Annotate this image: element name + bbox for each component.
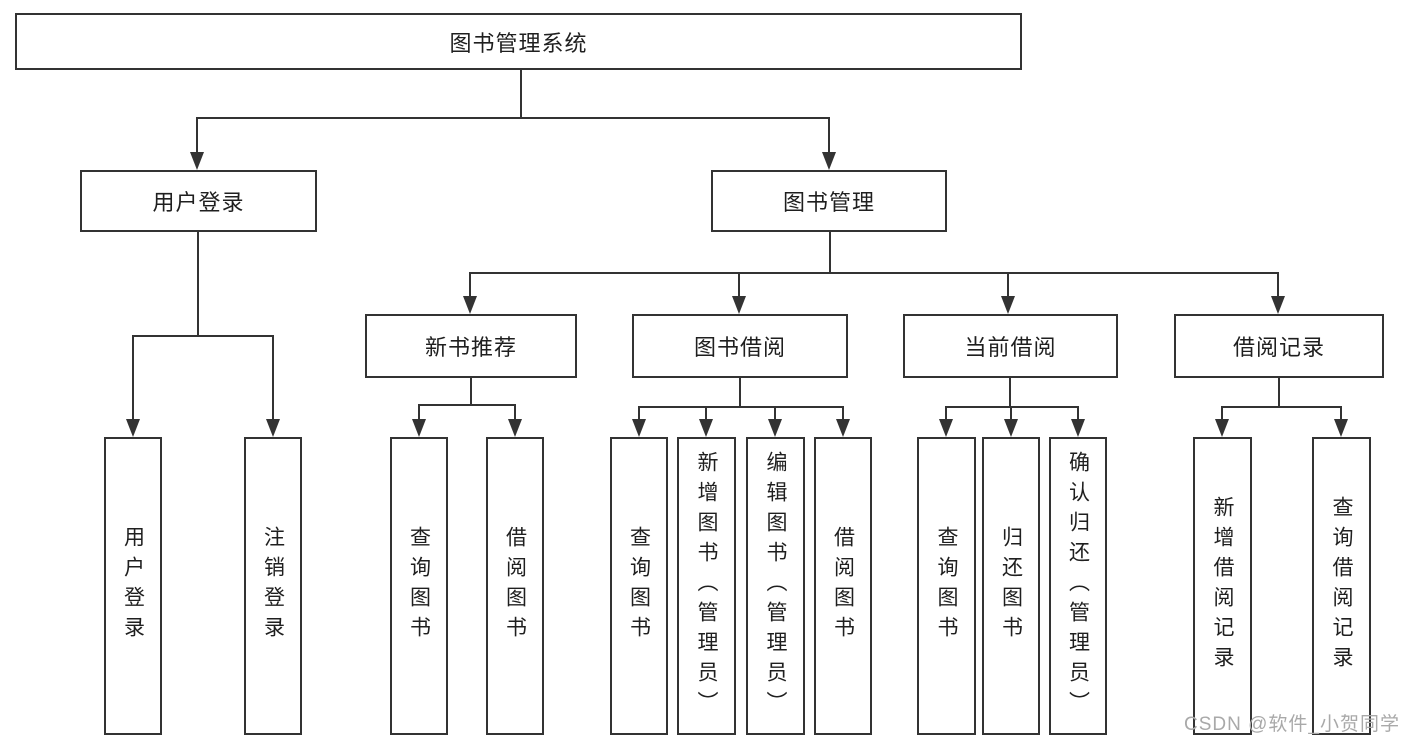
leaf-edit-books-admin: 编辑图书（管理员） (746, 437, 805, 735)
edge-current-borrow (945, 378, 1079, 420)
leaf-query-books-borrow: 查询图书 (610, 437, 668, 735)
leaf-query-borrow-record: 查询借阅记录 (1312, 437, 1371, 735)
edge-user-login (132, 232, 274, 420)
leaf-return-books: 归还图书 (982, 437, 1040, 735)
leaf-user-login: 用户登录 (104, 437, 162, 735)
node-user-login: 用户登录 (80, 170, 317, 232)
leaf-logout: 注销登录 (244, 437, 302, 735)
node-book-borrow: 图书借阅 (632, 314, 848, 378)
leaf-add-books-admin: 新增图书（管理员） (677, 437, 736, 735)
node-current-borrow: 当前借阅 (903, 314, 1118, 378)
leaf-query-books-recommend: 查询图书 (390, 437, 448, 735)
leaf-confirm-return-admin: 确认归还（管理员） (1049, 437, 1107, 735)
leaf-add-borrow-record: 新增借阅记录 (1193, 437, 1252, 735)
node-library-system: 图书管理系统 (15, 13, 1022, 70)
leaf-query-books-current: 查询图书 (917, 437, 976, 735)
edge-root (196, 70, 830, 153)
csdn-watermark: CSDN @软件_小贺同学 (1184, 714, 1400, 735)
edge-new-book-recommend (418, 378, 516, 420)
node-borrow-records: 借阅记录 (1174, 314, 1384, 378)
leaf-borrow-books: 借阅图书 (814, 437, 872, 735)
edge-borrow-records (1221, 378, 1342, 420)
node-book-management: 图书管理 (711, 170, 947, 232)
leaf-borrow-books-recommend: 借阅图书 (486, 437, 544, 735)
edge-book-mgmt (469, 232, 1279, 297)
node-new-book-recommend: 新书推荐 (365, 314, 577, 378)
edge-book-borrow (638, 378, 844, 420)
